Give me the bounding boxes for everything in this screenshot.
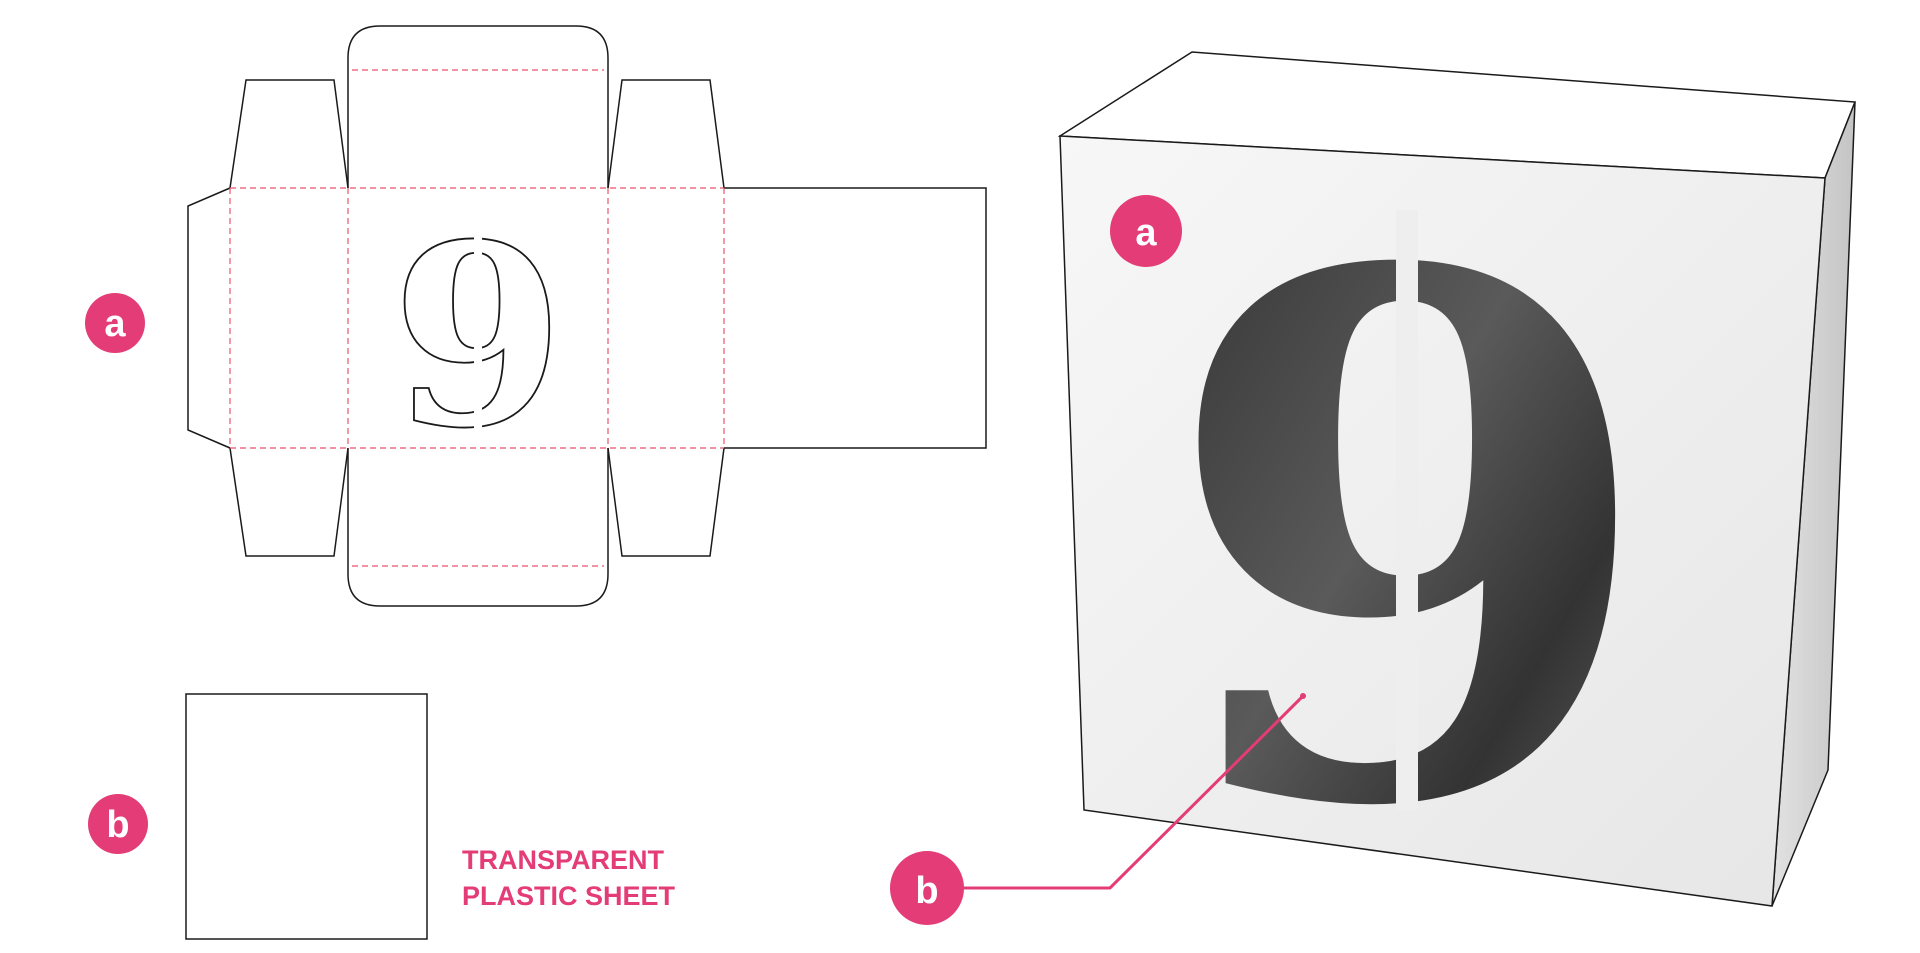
dieline-dust-flap-lower-right: [607, 447, 725, 557]
badge-b-box: b: [890, 851, 964, 925]
svg-text:b: b: [915, 870, 938, 912]
dieline-stencil-bridge: [474, 200, 482, 430]
dieline-dust-flap-lower-left: [229, 447, 349, 557]
svg-text:a: a: [1135, 212, 1157, 254]
plastic-sheet-outline: [185, 693, 428, 940]
svg-text:a: a: [104, 303, 126, 345]
dieline-glue-flap: [187, 187, 231, 449]
dieline-stencil-cutout: 9: [390, 188, 566, 484]
sheet-caption-line1: TRANSPARENT: [462, 845, 665, 875]
badge-a-dieline: a: [85, 293, 145, 353]
box-dieline: [187, 25, 987, 607]
badge-a-box: a: [1110, 195, 1182, 267]
dieline-dust-flap-upper-left: [229, 79, 349, 189]
badge-b-sheet: b: [88, 794, 148, 854]
dieline-back-panel: [724, 187, 987, 449]
dieline-top-flap: [347, 25, 609, 188]
dieline-dust-flap-upper-right: [607, 79, 725, 189]
callout-dot: [1300, 693, 1306, 699]
svg-text:b: b: [106, 804, 129, 846]
box-front-face: [1059, 135, 1826, 907]
dieline-bottom-flap: [347, 448, 609, 607]
box-window-bridge: [1396, 210, 1418, 810]
box-mockup: 9: [1057, 51, 1857, 953]
sheet-caption-line2: PLASTIC SHEET: [462, 881, 676, 911]
dieline-fold-lines: [229, 69, 725, 567]
callout-line: [963, 694, 1305, 890]
